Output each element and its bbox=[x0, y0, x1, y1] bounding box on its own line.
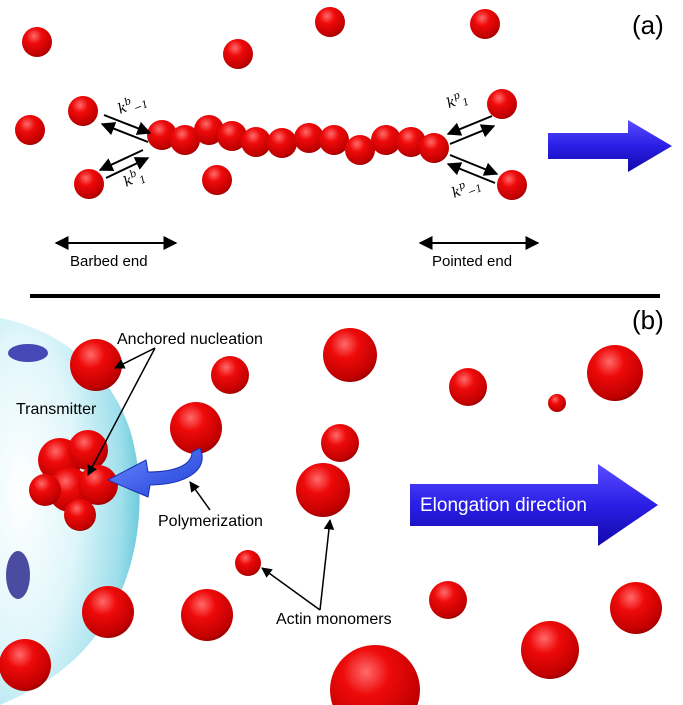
monomer bbox=[470, 9, 500, 39]
monomer bbox=[487, 89, 517, 119]
actin-monomers-label: Actin monomers bbox=[276, 611, 392, 628]
panel-b-tag: (b) bbox=[632, 305, 664, 335]
monomer bbox=[223, 39, 253, 69]
monomer bbox=[68, 96, 98, 126]
anchored-nucleation-label: Anchored nucleation bbox=[117, 331, 263, 348]
barbed-end-label: Barbed end bbox=[70, 253, 148, 270]
monomer bbox=[497, 170, 527, 200]
monomer bbox=[315, 7, 345, 37]
free-monomers-a bbox=[15, 7, 527, 200]
panel-a bbox=[15, 7, 672, 250]
elongation-direction-arrow[interactable] bbox=[410, 464, 658, 546]
monomer bbox=[74, 169, 104, 199]
polymerization-label: Polymerization bbox=[158, 513, 263, 530]
panel-b bbox=[0, 318, 662, 705]
polymerization-curved-arrow bbox=[106, 447, 203, 498]
transmitter-label: Transmitter bbox=[16, 401, 97, 418]
cell-spot bbox=[6, 551, 30, 599]
direction-arrow-a bbox=[548, 120, 672, 172]
monomer bbox=[202, 165, 232, 195]
cell-spot bbox=[8, 344, 48, 362]
free-monomers-b bbox=[170, 328, 662, 705]
monomer bbox=[15, 115, 45, 145]
annotation-lines bbox=[87, 347, 335, 611]
anchored-monomer bbox=[82, 586, 134, 638]
anchored-monomer bbox=[0, 639, 51, 691]
barbed-rate-arrows bbox=[98, 114, 152, 179]
actin-filament bbox=[147, 115, 449, 165]
pointed-rate-arrows bbox=[446, 115, 499, 184]
pointed-end-label: Pointed end bbox=[432, 253, 513, 270]
anchored-monomer bbox=[70, 339, 122, 391]
panel-a-tag: (a) bbox=[632, 10, 664, 40]
elongation-direction-label: Elongation direction bbox=[420, 495, 587, 516]
monomer bbox=[22, 27, 52, 57]
